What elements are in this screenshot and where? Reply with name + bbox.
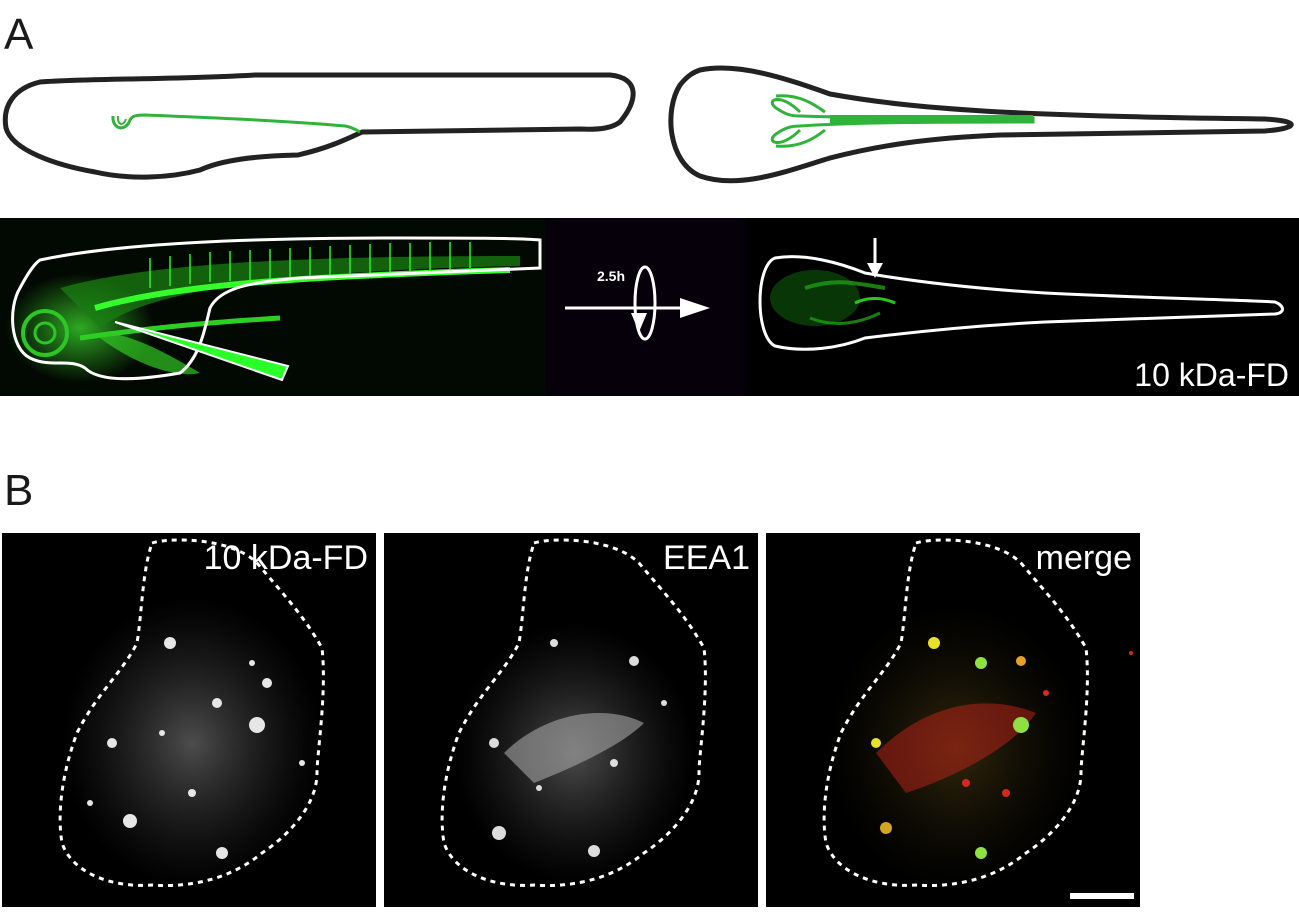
- panel-a-letter: A: [4, 10, 34, 59]
- channel-label-merge: merge: [1035, 539, 1132, 577]
- rotation-arrowhead-icon: [680, 298, 710, 318]
- scale-bar: [1070, 893, 1134, 899]
- dorsal-larva-outline: [668, 65, 1294, 184]
- lateral-gut-schematic: [111, 113, 361, 134]
- lateral-larva-outline: [2, 72, 636, 180]
- channel-label-fd: 10 kDa-FD: [203, 539, 368, 577]
- panel-a-dorsal-image: 10 kDa-FD: [745, 218, 1299, 396]
- time-label: 2.5h: [597, 268, 626, 284]
- panel-b-letter: B: [4, 466, 34, 515]
- rotation-loop-icon: [633, 265, 657, 341]
- panel-a-rotation-schematic: 2.5h: [545, 218, 745, 396]
- panel-b-channel-fd: 10 kDa-FD: [2, 533, 376, 907]
- panel-a-lateral-image: [0, 218, 545, 396]
- panel-a-schematics: [2, 65, 1294, 184]
- channel-label-eea1: EEA1: [663, 539, 750, 577]
- panel-b-channel-eea1: EEA1: [384, 533, 758, 907]
- image-label: 10 kDa-FD: [1134, 357, 1289, 393]
- panel-b-channel-merge: merge: [766, 533, 1140, 907]
